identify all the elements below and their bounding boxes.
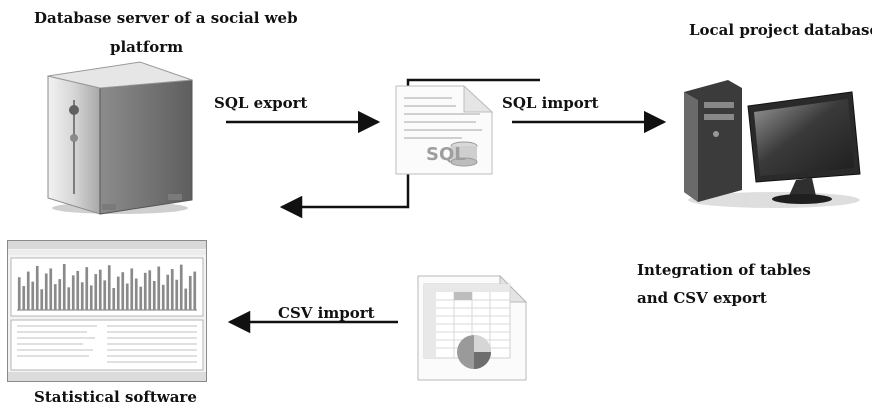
stat-chart-bar (71, 275, 75, 310)
stat-chart-bar (107, 265, 111, 310)
stat-chart-bar (161, 284, 165, 310)
stat-chart-bar (184, 288, 188, 310)
stat-chart-bar (152, 281, 156, 310)
stat-chart-bar (98, 269, 102, 310)
stat-chart-bar (94, 274, 98, 310)
stat-chart-bar (193, 271, 197, 310)
stat-chart-bar (53, 284, 57, 310)
csv-import-label: CSV import (278, 304, 375, 322)
stat-chart-bar (22, 286, 26, 310)
stat-chart-bar (103, 280, 107, 310)
stat-chart-bar (157, 266, 161, 310)
stat-chart-bar (179, 264, 183, 310)
stat-chart-bar (116, 276, 120, 310)
sql-import-label: SQL import (502, 94, 599, 112)
stat-software-label: Statistical software (34, 388, 197, 406)
stat-chart-bar (58, 279, 62, 310)
stat-chart-bar (49, 268, 53, 310)
stat-chart-bar (175, 279, 179, 310)
stat-chart-bar (62, 264, 66, 310)
stat-chart-bar (121, 272, 125, 310)
stat-chart-bar (26, 271, 30, 310)
server-title-line2: platform (110, 38, 184, 56)
stat-chart-bar (80, 282, 84, 310)
stat-chart-bar (89, 285, 93, 310)
local-db-title: Local project database (689, 21, 872, 39)
desktop-computer-icon (676, 62, 866, 212)
sql-export-label: SQL export (214, 94, 308, 112)
server-title-line1: Database server of a social web (34, 9, 298, 27)
stat-chart-bar (35, 265, 39, 310)
stat-chart-bar (143, 272, 147, 310)
stat-chart-bar (112, 287, 116, 310)
stat-chart-bar (44, 273, 48, 310)
stat-chart-bar (148, 270, 152, 310)
stat-chart-bar (166, 274, 170, 310)
stat-chart-bars (17, 264, 197, 310)
stat-chart-bar (139, 286, 143, 310)
stat-chart-bar (67, 287, 71, 310)
stat-chart-bar (76, 270, 80, 310)
statistics-software-screenshot (7, 240, 207, 382)
stat-chart-bar (40, 289, 44, 310)
stat-chart-bar (188, 275, 192, 310)
spreadsheet-file-icon (414, 272, 530, 384)
stat-chart-bar (170, 269, 174, 310)
stat-chart-bar (17, 277, 21, 310)
database-server-icon (40, 54, 200, 218)
stat-chart-bar (85, 267, 89, 310)
sql-badge: SQL (426, 144, 466, 165)
stat-window-graphic (7, 240, 207, 382)
sql-document-icon: SQL (392, 82, 500, 178)
integration-label-line2: and CSV export (637, 289, 767, 307)
stat-table-lines (17, 325, 197, 363)
stat-chart-bar (125, 283, 129, 310)
integration-label-line1: Integration of tables (637, 261, 811, 279)
stat-chart-bar (134, 278, 138, 310)
stat-chart-bar (130, 268, 134, 310)
stat-chart-bar (31, 281, 35, 310)
